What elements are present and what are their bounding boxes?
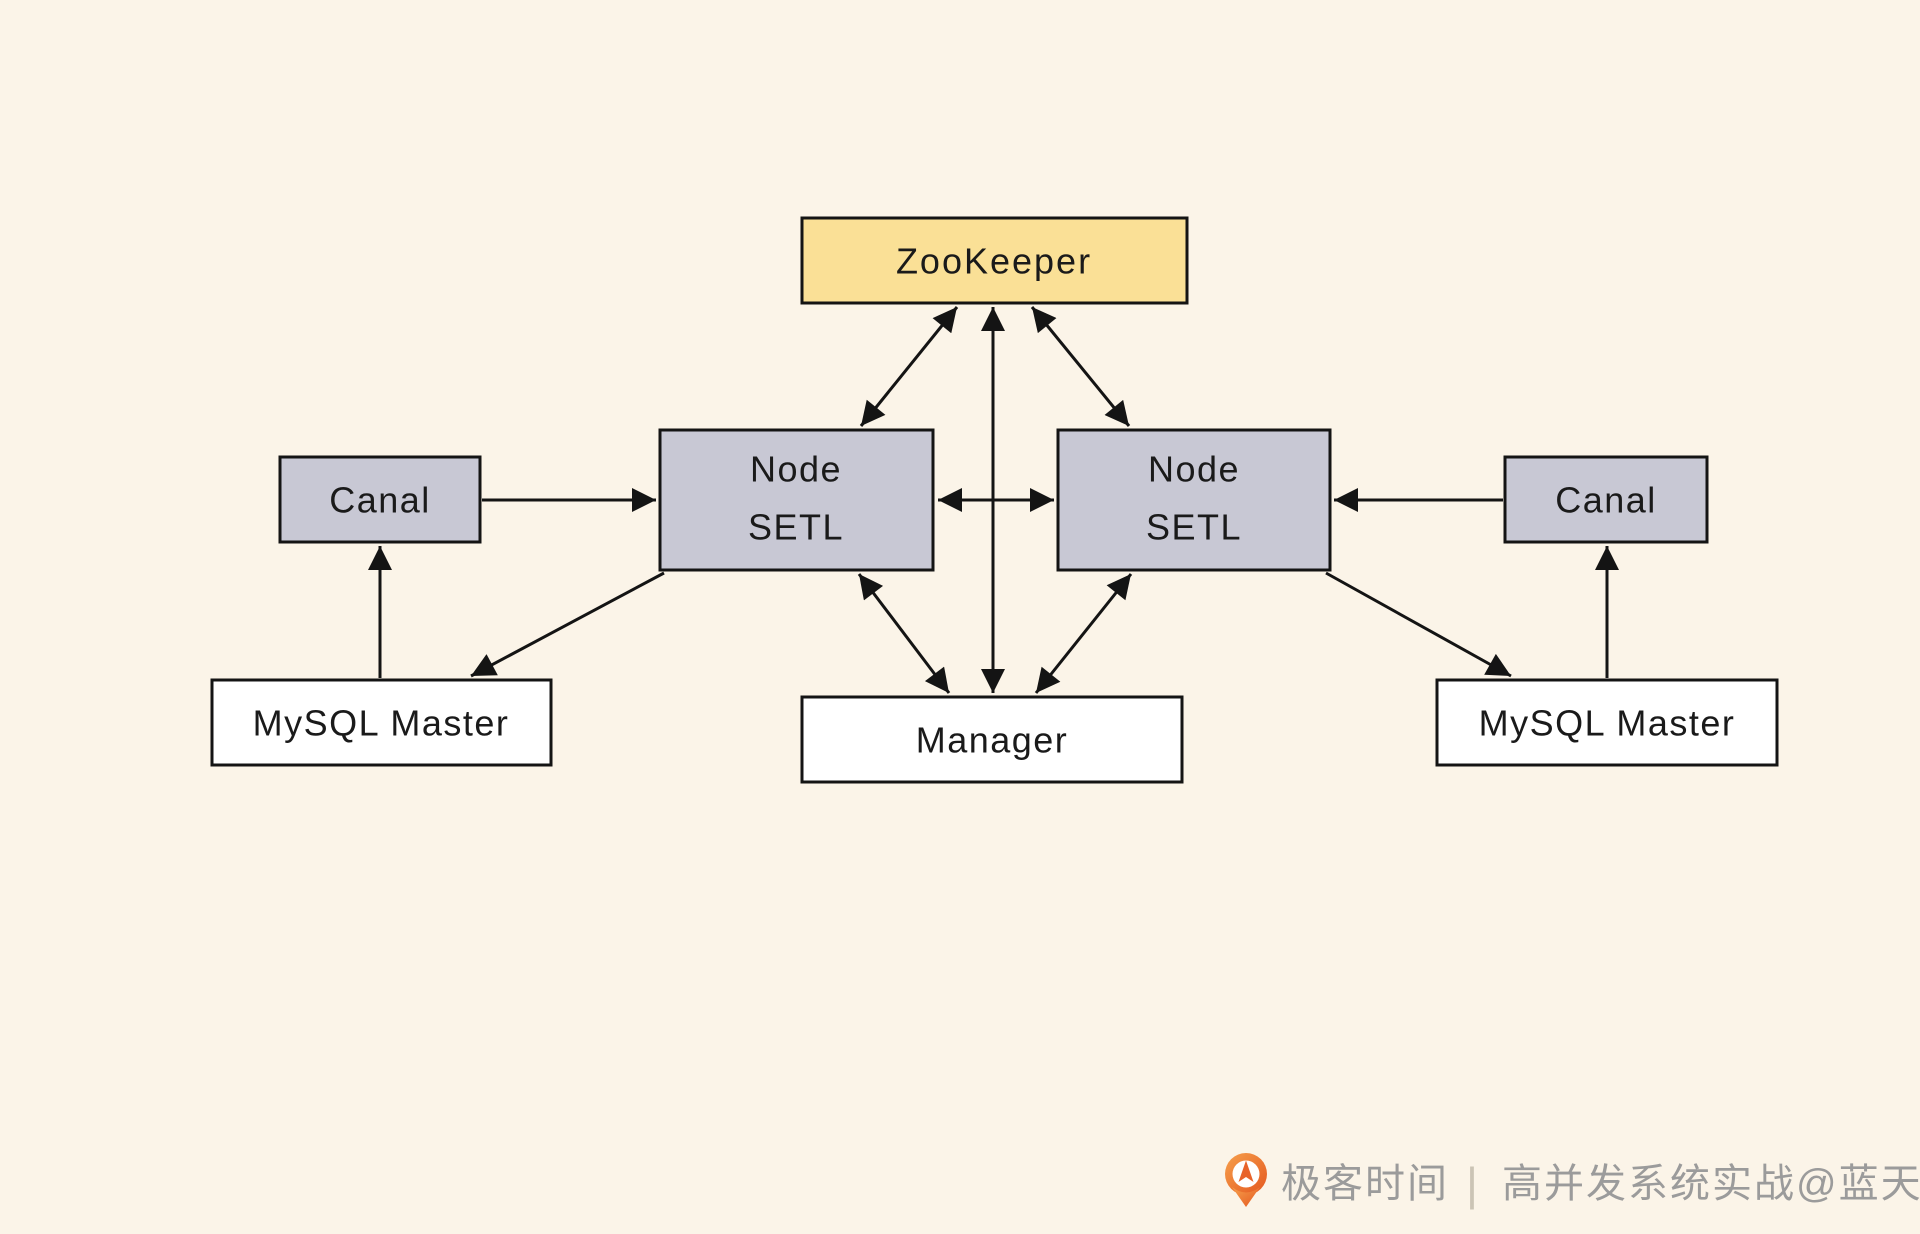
canal-right-box [1503, 455, 1709, 544]
watermark-course: 高并发系统实战@蓝天 [1502, 1162, 1920, 1206]
edge-node-setl-right-manager [1034, 573, 1133, 694]
edges-layer [368, 306, 1619, 694]
zookeeper-label: ZooKeeper [896, 241, 1092, 282]
edge-node-setl-right-mysql-right [1325, 571, 1512, 678]
edge-zookeeper-node-setl-right [1030, 306, 1131, 427]
mysql-master-left-label: MySQL Master [253, 703, 510, 744]
watermark: 极客时间 | 高并发系统实战@蓝天 [1225, 1153, 1920, 1210]
canal-left-label: Canal [329, 480, 431, 521]
node-setl-right-label-line2: SETL [1146, 507, 1242, 548]
edge-node-setl-left-mysql-left [470, 571, 665, 678]
manager-label: Manager [916, 720, 1069, 761]
edge-node-setl-left-manager [857, 573, 951, 694]
mysql-master-left-box [210, 678, 553, 767]
node-setl-left-label-line1: Node [750, 449, 842, 490]
node-setl-left-box [658, 428, 935, 572]
geektime-logo-icon [1225, 1153, 1267, 1207]
node-setl-right-box [1056, 428, 1332, 572]
nodes-layer: ZooKeeper Node SETL Node SETL Canal Cana… [210, 216, 1779, 784]
manager-box [800, 695, 1184, 784]
watermark-brand: 极客时间 [1281, 1162, 1449, 1206]
node-setl-left-label-line2: SETL [748, 507, 844, 548]
edge-zookeeper-node-setl-left [859, 306, 959, 427]
watermark-divider: | [1466, 1158, 1478, 1210]
zookeeper-box [800, 216, 1189, 305]
mysql-master-right-label: MySQL Master [1479, 703, 1736, 744]
canal-left-box [278, 455, 482, 544]
canal-right-label: Canal [1555, 480, 1657, 521]
mysql-master-right-box [1435, 678, 1779, 767]
node-setl-right-label-line1: Node [1148, 449, 1240, 490]
